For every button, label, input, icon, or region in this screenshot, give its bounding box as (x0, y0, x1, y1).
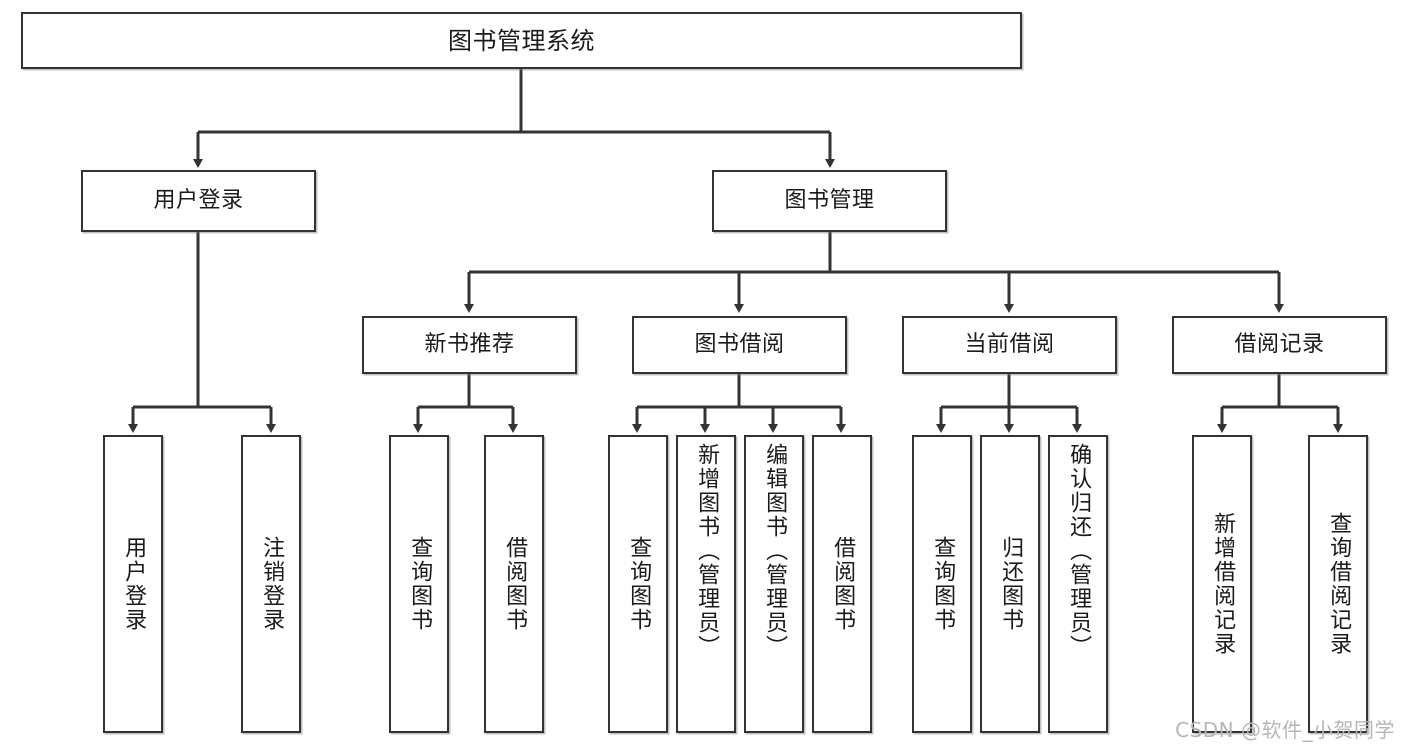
leaf-borrow-book-1[interactable]: 借阅图书 (484, 435, 544, 733)
node-root-label: 图书管理系统 (448, 26, 595, 55)
leaf-add-record[interactable]: 新增借阅记录 (1192, 435, 1252, 733)
leaf-return-book[interactable]: 归还图书 (980, 435, 1040, 733)
leaf-add-record-label: 新增借阅记录 (1210, 512, 1236, 656)
leaf-borrow-book-2[interactable]: 借阅图书 (812, 435, 872, 733)
leaf-confirm-return-label: 确认归还（管理员） (1066, 443, 1092, 659)
node-new-book-rec[interactable]: 新书推荐 (362, 316, 577, 374)
leaf-query-book-2-label: 查询图书 (626, 536, 652, 632)
node-current-borrow[interactable]: 当前借阅 (902, 316, 1117, 374)
node-root[interactable]: 图书管理系统 (21, 12, 1022, 69)
node-book-manage-label: 图书管理 (784, 188, 875, 214)
node-new-book-rec-label: 新书推荐 (424, 332, 515, 358)
leaf-borrow-book-2-label: 借阅图书 (830, 536, 856, 632)
node-user-login[interactable]: 用户登录 (81, 170, 316, 232)
node-user-login-label: 用户登录 (153, 188, 244, 214)
leaf-query-record-label: 查询借阅记录 (1326, 512, 1352, 656)
node-book-manage[interactable]: 图书管理 (712, 170, 947, 232)
leaf-query-book-3-label: 查询图书 (930, 536, 956, 632)
leaf-return-book-label: 归还图书 (998, 536, 1024, 632)
leaf-user-login[interactable]: 用户登录 (103, 435, 163, 733)
leaf-confirm-return[interactable]: 确认归还（管理员） (1048, 435, 1108, 733)
node-borrow-record[interactable]: 借阅记录 (1172, 316, 1387, 374)
leaf-borrow-book-1-label: 借阅图书 (502, 536, 528, 632)
node-book-borrow-label: 图书借阅 (694, 332, 785, 358)
node-current-borrow-label: 当前借阅 (964, 332, 1055, 358)
leaf-edit-book[interactable]: 编辑图书（管理员） (744, 435, 804, 733)
leaf-query-book-2[interactable]: 查询图书 (608, 435, 668, 733)
node-book-borrow[interactable]: 图书借阅 (632, 316, 847, 374)
leaf-edit-book-label: 编辑图书（管理员） (762, 443, 788, 659)
leaf-query-book-3[interactable]: 查询图书 (912, 435, 972, 733)
leaf-query-book-1[interactable]: 查询图书 (389, 435, 449, 733)
leaf-add-book[interactable]: 新增图书（管理员） (676, 435, 736, 733)
leaf-user-login-label: 用户登录 (121, 536, 147, 632)
leaf-logout-label: 注销登录 (259, 536, 285, 632)
leaf-query-book-1-label: 查询图书 (407, 536, 433, 632)
leaf-query-record[interactable]: 查询借阅记录 (1308, 435, 1368, 733)
node-borrow-record-label: 借阅记录 (1234, 332, 1325, 358)
leaf-logout[interactable]: 注销登录 (241, 435, 301, 733)
leaf-add-book-label: 新增图书（管理员） (694, 443, 720, 659)
watermark-text: CSDN @软件_小贺同学 (1175, 718, 1395, 742)
